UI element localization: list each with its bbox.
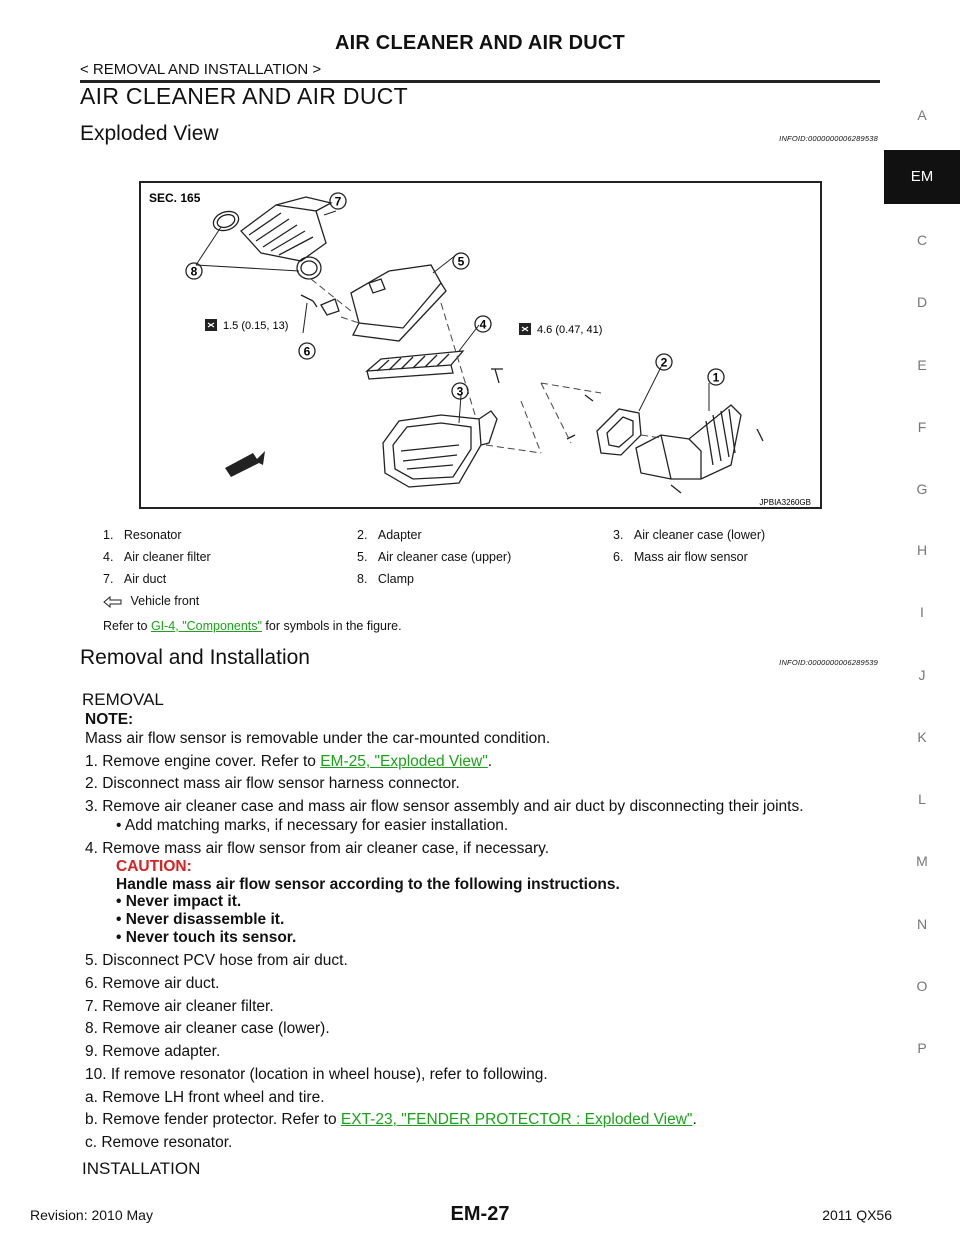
callout-3: 3	[451, 382, 469, 400]
svg-text:4: 4	[480, 318, 487, 332]
legend-item: 3. Air cleaner case (lower)	[613, 528, 766, 542]
tab-m[interactable]: M	[916, 853, 928, 869]
header-rule	[80, 80, 880, 83]
tab-i[interactable]: I	[920, 604, 924, 620]
tab-j[interactable]: J	[918, 667, 926, 683]
section-title: AIR CLEANER AND AIR DUCT	[80, 83, 408, 109]
legend-item: 5. Air cleaner case (upper)	[357, 550, 512, 564]
step-2: 2. Disconnect mass air flow sensor harne…	[85, 775, 460, 792]
svg-text:3: 3	[457, 385, 464, 399]
components-link[interactable]: GI-4, "Components"	[150, 619, 262, 633]
page-number: EM-27	[450, 1203, 510, 1225]
em-25-link[interactable]: EM-25, "Exploded View"	[320, 753, 488, 770]
step-a: a. Remove LH front wheel and tire.	[85, 1089, 325, 1106]
callout-1: 1	[707, 368, 725, 386]
step-c: c. Remove resonator.	[85, 1134, 233, 1151]
svg-text:8: 8	[191, 265, 198, 279]
step-5: 5. Disconnect PCV hose from air duct.	[85, 952, 348, 969]
legend-item: 4. Air cleaner filter	[103, 550, 211, 564]
tab-c[interactable]: C	[916, 232, 928, 248]
page-header-title: AIR CLEANER AND AIR DUCT	[335, 32, 625, 54]
caution-item: • Never touch its sensor.	[116, 929, 297, 946]
section-index-tabs: A EM C D E F G H I J K L M N O P	[884, 0, 960, 1242]
installation-heading: INSTALLATION	[82, 1159, 201, 1178]
torque-wrench-icon	[205, 319, 217, 331]
tab-g[interactable]: G	[916, 481, 928, 497]
legend-item: 1. Resonator	[103, 528, 182, 542]
tab-f[interactable]: F	[917, 419, 927, 435]
tab-n[interactable]: N	[916, 916, 928, 932]
torque-label-2: 4.6 (0.47, 41)	[537, 324, 602, 336]
model-label: 2011 QX56	[822, 1207, 892, 1223]
legend-item: 2. Adapter	[357, 528, 422, 542]
tab-p[interactable]: P	[917, 1040, 927, 1056]
callout-8: 8	[185, 262, 203, 280]
figure-id: JPBIA3260GB	[759, 498, 811, 507]
exploded-view-heading: Exploded View	[80, 122, 219, 145]
revision-label: Revision: 2010 May	[30, 1207, 153, 1223]
caution-item: • Never disassemble it.	[116, 911, 285, 928]
tab-e[interactable]: E	[917, 357, 927, 373]
vehicle-front-arrow-icon	[103, 595, 122, 608]
refer-note: Refer to GI-4, "Components" for symbols …	[103, 619, 402, 633]
ext-23-link[interactable]: EXT-23, "FENDER PROTECTOR : Exploded Vie…	[340, 1111, 693, 1128]
note-label: NOTE:	[85, 711, 134, 728]
caution-item: • Never impact it.	[116, 893, 242, 910]
info-id: INFOID:0000000006289539	[779, 658, 878, 667]
removal-heading: REMOVAL	[82, 690, 164, 709]
tab-l[interactable]: L	[918, 791, 926, 807]
info-id: INFOID:0000000006289538	[779, 134, 878, 143]
step-1: 1. Remove engine cover. Refer to EM-25, …	[85, 753, 493, 770]
step-9: 9. Remove adapter.	[85, 1043, 221, 1060]
svg-text:1: 1	[713, 371, 720, 385]
exploded-view-illustration: 7 8 5 4 6 3 2 1 SEC. 165	[149, 191, 811, 507]
callout-5: 5	[452, 252, 470, 270]
svg-text:6: 6	[304, 345, 311, 359]
legend-item: 8. Clamp	[357, 572, 414, 586]
callout-7: 7	[329, 192, 347, 210]
tab-k[interactable]: K	[917, 729, 927, 745]
step-10: 10. If remove resonator (location in whe…	[85, 1066, 548, 1083]
svg-text:7: 7	[335, 195, 342, 209]
step-7: 7. Remove air cleaner filter.	[85, 998, 274, 1015]
breadcrumb: < REMOVAL AND INSTALLATION >	[80, 61, 322, 78]
legend-item: 7. Air duct	[103, 572, 167, 586]
caution-main: Handle mass air flow sensor according to…	[116, 876, 620, 893]
legend-item: 6. Mass air flow sensor	[613, 550, 748, 564]
step-8: 8. Remove air cleaner case (lower).	[85, 1020, 330, 1037]
legend-vehicle-front: Vehicle front	[103, 594, 199, 608]
tab-h[interactable]: H	[916, 542, 928, 558]
step-6: 6. Remove air duct.	[85, 975, 220, 992]
step-3: 3. Remove air cleaner case and mass air …	[85, 798, 804, 815]
vehicle-front-arrow-icon	[225, 451, 265, 477]
sec-label: SEC. 165	[149, 191, 201, 205]
note-text: Mass air flow sensor is removable under …	[85, 730, 551, 747]
callout-2: 2	[655, 353, 673, 371]
caution-label: CAUTION:	[116, 858, 192, 875]
exploded-view-figure: 7 8 5 4 6 3 2 1 SEC. 165	[139, 181, 822, 509]
tab-d[interactable]: D	[916, 294, 928, 310]
removal-installation-heading: Removal and Installation	[80, 646, 310, 669]
torque-wrench-icon	[519, 323, 531, 335]
torque-label-1: 1.5 (0.15, 13)	[223, 320, 288, 332]
svg-text:5: 5	[458, 255, 465, 269]
tab-a[interactable]: A	[917, 107, 927, 123]
callout-4: 4	[474, 315, 492, 333]
callout-6: 6	[298, 342, 316, 360]
tab-o[interactable]: O	[916, 978, 928, 994]
step-b: b. Remove fender protector. Refer to EXT…	[85, 1111, 697, 1128]
svg-text:2: 2	[661, 356, 668, 370]
step-3-sub: • Add matching marks, if necessary for e…	[116, 817, 509, 834]
tab-em[interactable]: EM	[884, 150, 960, 204]
step-4: 4. Remove mass air flow sensor from air …	[85, 840, 550, 857]
